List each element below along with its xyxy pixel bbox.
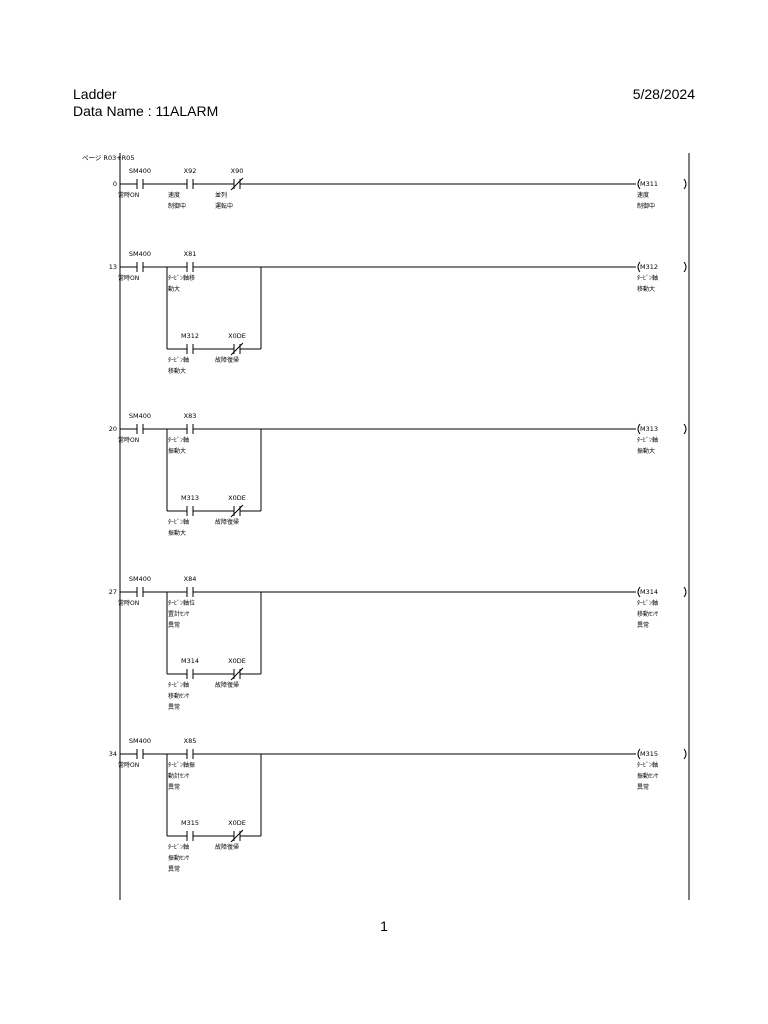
data-name-label: Data Name : 11ALARM xyxy=(73,103,219,119)
rung-27-coil-comment: ﾀｰﾋﾞﾝ軸 xyxy=(637,599,658,607)
rung-13-coil-device: M312 xyxy=(640,263,658,271)
rung-34-coil-comment: ﾀｰﾋﾞﾝ軸 xyxy=(637,761,658,769)
rung-0-coil-comment: 制御中 xyxy=(637,202,655,210)
rung-34-contact-1-device-label: X85 xyxy=(184,737,197,745)
rung-20-branch-contact-0-device-label: M313 xyxy=(181,494,199,502)
rung-0-step-number: 0 xyxy=(113,180,117,188)
rung-13-contact-0-device-label: SM400 xyxy=(129,250,151,258)
rung-13-contact-1-device-label: X81 xyxy=(184,250,197,258)
rung-34-coil-left xyxy=(637,748,641,760)
rung-27-coil-left xyxy=(637,586,641,598)
rung-13-branch-contact-1-comment-line: 故障復帰 xyxy=(215,356,239,364)
rung-34-coil-device: M315 xyxy=(640,750,658,758)
rung-34-branch-contact-1-device-label: X0DE xyxy=(228,819,246,827)
page-number: 1 xyxy=(380,918,388,934)
rung-34-coil-comment: 異常 xyxy=(637,783,649,791)
rung-20-branch-contact-0-comment-line: ﾀｰﾋﾞﾝ軸 xyxy=(168,518,189,526)
rung-20-coil-right xyxy=(683,423,687,435)
rung-34-coil-right xyxy=(683,748,687,760)
rung-27-branch-contact-0-comment-line: 移動ｾﾝｻ xyxy=(168,692,189,700)
rung-27-contact-1-device-label: X84 xyxy=(184,575,197,583)
rung-34-branch-contact-1-nc-slash xyxy=(230,829,244,843)
rung-34-coil-comment: 振動ｾﾝｻ xyxy=(637,772,658,780)
rung-0-contact-2-device-label: X90 xyxy=(231,167,244,175)
page-reference: ページ R03+R05 xyxy=(82,154,134,162)
rung-13-branch-contact-0-comment-line: ﾀｰﾋﾞﾝ軸 xyxy=(168,356,189,364)
rung-13-branch-contact-0-device-label: M312 xyxy=(181,332,199,340)
rung-27-coil-comment: 異常 xyxy=(637,621,649,629)
rung-27-branch-contact-0-device-label: M314 xyxy=(181,657,199,665)
rung-0-contact-0-comment-line: 常時ON xyxy=(118,191,139,199)
rung-27-contact-1-comment-line: 異常 xyxy=(168,621,180,629)
rung-34-branch-contact-1-comment-line: 故障復帰 xyxy=(215,843,239,851)
rung-20-contact-1-device-label: X83 xyxy=(184,412,197,420)
rung-0-coil-left xyxy=(637,178,641,190)
rung-20-contact-1-comment-line: ﾀｰﾋﾞﾝ軸 xyxy=(168,436,189,444)
rung-0-coil-comment: 速度 xyxy=(637,191,649,199)
rung-27-coil-right xyxy=(683,586,687,598)
rung-20-branch-contact-1-nc-slash xyxy=(230,504,244,518)
rung-34-contact-1-comment-line: 異常 xyxy=(168,783,180,791)
rung-27-branch-contact-1-comment-line: 故障復帰 xyxy=(215,681,239,689)
rung-34-contact-0-comment-line: 常時ON xyxy=(118,761,139,769)
rung-13-branch-contact-1-device-label: X0DE xyxy=(228,332,246,340)
rung-13-coil-left xyxy=(637,261,641,273)
rung-0-coil-right xyxy=(683,178,687,190)
rung-13-branch-contact-0-comment-line: 移動大 xyxy=(168,367,186,375)
rung-20-coil-left xyxy=(637,423,641,435)
rung-27-contact-0-comment-line: 常時ON xyxy=(118,599,139,607)
rung-0-coil-device: M311 xyxy=(640,180,658,188)
rung-20-coil-device: M313 xyxy=(640,425,658,433)
rung-27-contact-1-comment-line: 置計ｾﾝｻ xyxy=(168,610,189,618)
rung-34-branch-contact-0-comment-line: 異常 xyxy=(168,865,180,873)
rung-13-contact-1-comment-line: 動大 xyxy=(168,285,180,293)
rung-27-contact-0-device-label: SM400 xyxy=(129,575,151,583)
rung-34-step-number: 34 xyxy=(109,750,117,758)
rung-0-contact-1-comment-line: 制御中 xyxy=(168,202,186,210)
rung-13-coil-comment: 移動大 xyxy=(637,285,655,293)
rung-20-contact-0-comment-line: 常時ON xyxy=(118,436,139,444)
rung-34-branch-contact-0-comment-line: 振動ｾﾝｻ xyxy=(168,854,189,862)
rung-27-coil-comment: 移動ｾﾝｻ xyxy=(637,610,658,618)
rung-20-contact-1-comment-line: 振動大 xyxy=(168,447,186,455)
rung-13-coil-right xyxy=(683,261,687,273)
rung-34-contact-1-comment-line: ﾀｰﾋﾞﾝ軸振 xyxy=(168,761,195,769)
document-date: 5/28/2024 xyxy=(632,86,695,102)
rung-34-contact-1-comment-line: 動計ｾﾝｻ xyxy=(168,772,189,780)
rung-27-branch-contact-1-device-label: X0DE xyxy=(228,657,246,665)
rung-20-coil-comment: 振動大 xyxy=(637,447,655,455)
rung-34-branch-contact-0-comment-line: ﾀｰﾋﾞﾝ軸 xyxy=(168,843,189,851)
rung-13-contact-0-comment-line: 常時ON xyxy=(118,274,139,282)
rung-27-contact-1-comment-line: ﾀｰﾋﾞﾝ軸位 xyxy=(168,599,195,607)
rung-27-branch-contact-1-nc-slash xyxy=(230,667,244,681)
rung-13-step-number: 13 xyxy=(109,263,117,271)
rung-20-step-number: 20 xyxy=(109,425,117,433)
rung-20-contact-0-device-label: SM400 xyxy=(129,412,151,420)
rung-27-coil-device: M314 xyxy=(640,588,658,596)
rung-34-branch-contact-0-device-label: M315 xyxy=(181,819,199,827)
rung-20-branch-contact-0-comment-line: 振動大 xyxy=(168,529,186,537)
rung-20-coil-comment: ﾀｰﾋﾞﾝ軸 xyxy=(637,436,658,444)
rung-27-branch-contact-0-comment-line: ﾀｰﾋﾞﾝ軸 xyxy=(168,681,189,689)
rung-0-contact-2-nc-slash xyxy=(230,177,244,191)
rung-27-step-number: 27 xyxy=(109,588,117,596)
rung-0-contact-1-device-label: X92 xyxy=(184,167,197,175)
rung-13-contact-1-comment-line: ﾀｰﾋﾞﾝ軸移 xyxy=(168,274,195,282)
rung-34-contact-0-device-label: SM400 xyxy=(129,737,151,745)
rung-0-contact-1-comment-line: 速度 xyxy=(168,191,180,199)
rung-13-coil-comment: ﾀｰﾋﾞﾝ軸 xyxy=(637,274,658,282)
rung-0-contact-2-comment-line: 並列 xyxy=(215,191,227,199)
rung-13-branch-contact-1-nc-slash xyxy=(230,342,244,356)
rung-0-contact-2-comment-line: 運転中 xyxy=(215,202,233,210)
rung-0-contact-0-device-label: SM400 xyxy=(129,167,151,175)
rung-20-branch-contact-1-device-label: X0DE xyxy=(228,494,246,502)
rungs-group: 0SM400常時ONX92速度制御中X90並列運転中M311速度制御中13SM4… xyxy=(109,167,687,873)
document-title: Ladder xyxy=(73,86,117,102)
rung-20-branch-contact-1-comment-line: 故障復帰 xyxy=(215,518,239,526)
rung-27-branch-contact-0-comment-line: 異常 xyxy=(168,703,180,711)
